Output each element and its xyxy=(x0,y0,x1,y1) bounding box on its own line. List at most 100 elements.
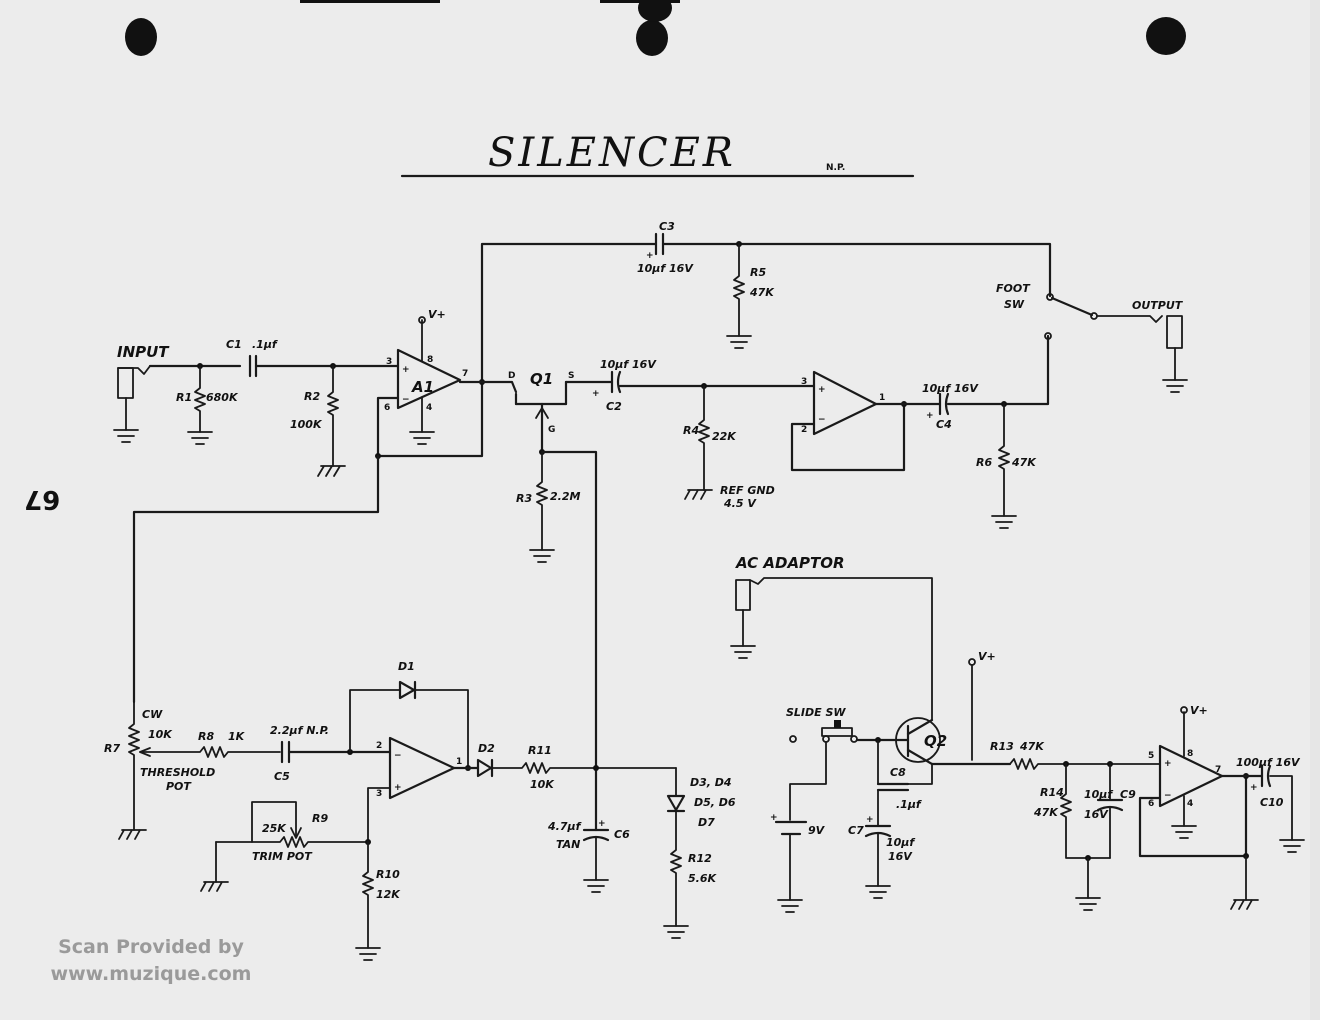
output-jack: OUTPUT xyxy=(1132,299,1188,393)
svg-text:3: 3 xyxy=(801,377,807,387)
svg-text:1: 1 xyxy=(456,757,462,767)
threshold-feed-wire xyxy=(132,454,380,704)
svg-text:+: + xyxy=(818,385,826,395)
svg-text:R13: R13 xyxy=(990,740,1014,753)
c9-capacitor: 10µf C9 16V xyxy=(1075,763,1136,911)
r3-resistor: R3 2.2M xyxy=(516,451,580,563)
svg-text:+: + xyxy=(770,813,778,823)
svg-text:Q2: Q2 xyxy=(924,732,947,750)
svg-text:12K: 12K xyxy=(376,888,401,901)
input-label: INPUT xyxy=(117,343,170,361)
svg-text:3: 3 xyxy=(386,357,392,367)
svg-text:FOOT: FOOT xyxy=(996,282,1031,295)
svg-text:THRESHOLD: THRESHOLD xyxy=(140,766,215,779)
opamp-a1: + − A1 3 8 6 7 4 V+ xyxy=(384,308,468,445)
svg-text:C4: C4 xyxy=(936,418,952,431)
schematic-title: SILENCER xyxy=(488,130,736,176)
svg-text:8: 8 xyxy=(427,355,433,365)
svg-text:C8: C8 xyxy=(890,766,906,779)
svg-text:D2: D2 xyxy=(478,742,495,755)
r12-resistor: R12 5.6K xyxy=(663,810,717,939)
battery-9v: + 9V xyxy=(770,813,826,913)
svg-text:SLIDE SW: SLIDE SW xyxy=(786,706,846,719)
svg-text:C10: C10 xyxy=(1260,796,1284,809)
r1-resistor: R1 680K xyxy=(176,365,239,445)
svg-text:+: + xyxy=(402,365,410,375)
svg-text:7: 7 xyxy=(462,369,468,379)
svg-text:R8: R8 xyxy=(198,730,214,743)
svg-text:16V: 16V xyxy=(888,850,913,863)
svg-text:R11: R11 xyxy=(528,744,552,757)
a4-feedback-wire xyxy=(1138,774,1248,858)
svg-text:D7: D7 xyxy=(698,816,715,829)
c1-capacitor: C1 .1µf xyxy=(226,338,278,378)
svg-text:100µf 16V: 100µf 16V xyxy=(1236,756,1301,769)
svg-text:1K: 1K xyxy=(228,730,246,743)
svg-text:C6: C6 xyxy=(614,828,630,841)
svg-text:C7: C7 xyxy=(848,824,864,837)
svg-text:R12: R12 xyxy=(688,852,712,865)
binder-holes xyxy=(125,0,1186,56)
svg-text:2: 2 xyxy=(801,425,807,435)
opamp-a3: − + 2 3 1 xyxy=(376,736,462,800)
svg-text:3: 3 xyxy=(376,789,382,799)
r13-resistor: R13 47K xyxy=(990,740,1161,770)
scan-credit-url: www.muzique.com xyxy=(50,963,252,985)
svg-text:2.2µf N.P.: 2.2µf N.P. xyxy=(270,724,329,737)
svg-text:2.2M: 2.2M xyxy=(550,490,580,503)
svg-text:−: − xyxy=(394,751,402,761)
svg-text:D3, D4: D3, D4 xyxy=(690,776,732,789)
svg-text:10K: 10K xyxy=(530,778,555,791)
gate-control-wire xyxy=(540,450,598,832)
svg-text:+: + xyxy=(926,411,934,421)
svg-text:10µf: 10µf xyxy=(886,836,915,849)
scan-credit: Scan Provided by www.muzique.com xyxy=(36,934,266,988)
svg-text:C5: C5 xyxy=(274,770,290,783)
svg-text:6: 6 xyxy=(1148,799,1154,809)
svg-text:D: D xyxy=(508,371,515,381)
svg-text:C9: C9 xyxy=(1120,788,1136,801)
svg-text:10µf 16V: 10µf 16V xyxy=(637,262,694,275)
r2-resistor: R2 100K xyxy=(290,365,346,477)
svg-text:R2: R2 xyxy=(304,390,320,403)
c5-capacitor: 2.2µf N.P. C5 xyxy=(270,724,329,783)
svg-text:25K: 25K xyxy=(262,822,287,835)
opamp-a2: + − 3 2 1 xyxy=(801,370,885,436)
svg-text:4: 4 xyxy=(1187,799,1193,809)
svg-text:16V: 16V xyxy=(1084,808,1109,821)
svg-text:4.7µf: 4.7µf xyxy=(547,820,582,833)
opamp-a4: + − 5 8 6 7 4 V+ xyxy=(1148,704,1224,839)
svg-text:+: + xyxy=(394,783,402,793)
svg-text:D1: D1 xyxy=(398,660,415,673)
d1-diode: D1 xyxy=(349,660,469,769)
input-jack: INPUT xyxy=(113,343,170,443)
svg-text:10K: 10K xyxy=(148,728,173,741)
svg-text:SW: SW xyxy=(1004,298,1025,311)
c2-capacitor: + 10µf 16V C2 xyxy=(592,358,657,413)
svg-text:R14: R14 xyxy=(1040,786,1064,799)
r4-resistor: R4 22K REF GND 4.5 V xyxy=(683,385,775,510)
svg-text:R7: R7 xyxy=(104,742,120,755)
svg-text:S: S xyxy=(568,371,574,381)
page-number: 67 xyxy=(24,484,61,514)
author-mark: N.P. xyxy=(826,163,845,173)
svg-text:CW: CW xyxy=(142,708,163,721)
d3-d7-diodes: D3, D4 D5, D6 D7 xyxy=(666,767,736,829)
svg-text:OUTPUT: OUTPUT xyxy=(1132,299,1184,312)
svg-text:+: + xyxy=(1164,759,1172,769)
svg-text:+: + xyxy=(598,819,606,829)
svg-text:47K: 47K xyxy=(1011,456,1037,469)
processed-output-wire xyxy=(946,334,1050,406)
svg-text:6: 6 xyxy=(384,403,390,413)
svg-text:−: − xyxy=(818,415,826,425)
svg-text:R6: R6 xyxy=(976,456,992,469)
c3-capacitor: C3 + 10µf 16V xyxy=(637,220,694,275)
svg-text:TAN: TAN xyxy=(556,838,580,851)
d2-diode: D2 xyxy=(476,742,495,778)
scan-credit-line1: Scan Provided by xyxy=(58,936,244,958)
q1-fet: Q1 D S G xyxy=(508,370,574,454)
svg-text:Q1: Q1 xyxy=(530,370,553,388)
a2-feedback-wire xyxy=(790,402,906,472)
